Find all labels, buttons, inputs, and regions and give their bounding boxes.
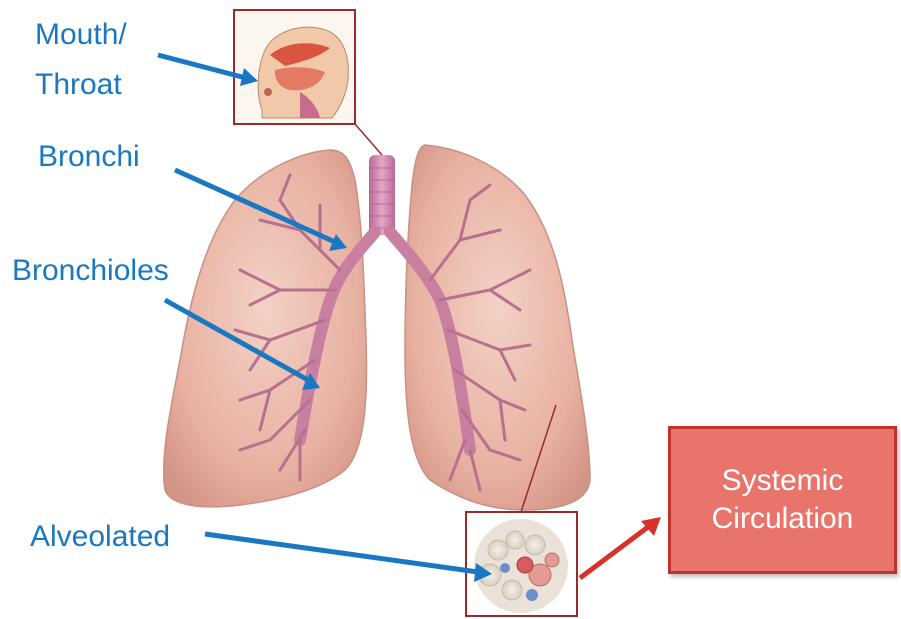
left-lung <box>164 150 367 507</box>
bronchioles-label: Bronchioles <box>12 254 169 288</box>
systemic-line1: Systemic <box>722 462 844 500</box>
alveoli-cluster-icon <box>466 512 577 616</box>
systemic-circulation-box: Systemic Circulation <box>668 426 897 574</box>
trachea <box>369 155 395 235</box>
mouth-arrow <box>158 55 246 78</box>
head-cross-section-icon <box>234 10 355 124</box>
red-arrow <box>580 517 661 578</box>
mouth-label-line1: Mouth/ <box>35 18 127 52</box>
mouth-label-line2: Throat <box>35 68 122 102</box>
systemic-line2: Circulation <box>712 500 854 538</box>
alveolated-label: Alveolated <box>30 520 170 554</box>
bronchi-label: Bronchi <box>38 140 140 174</box>
right-lung <box>405 145 590 510</box>
red-arrowhead <box>641 517 661 536</box>
alveolated-arrow <box>205 534 478 572</box>
